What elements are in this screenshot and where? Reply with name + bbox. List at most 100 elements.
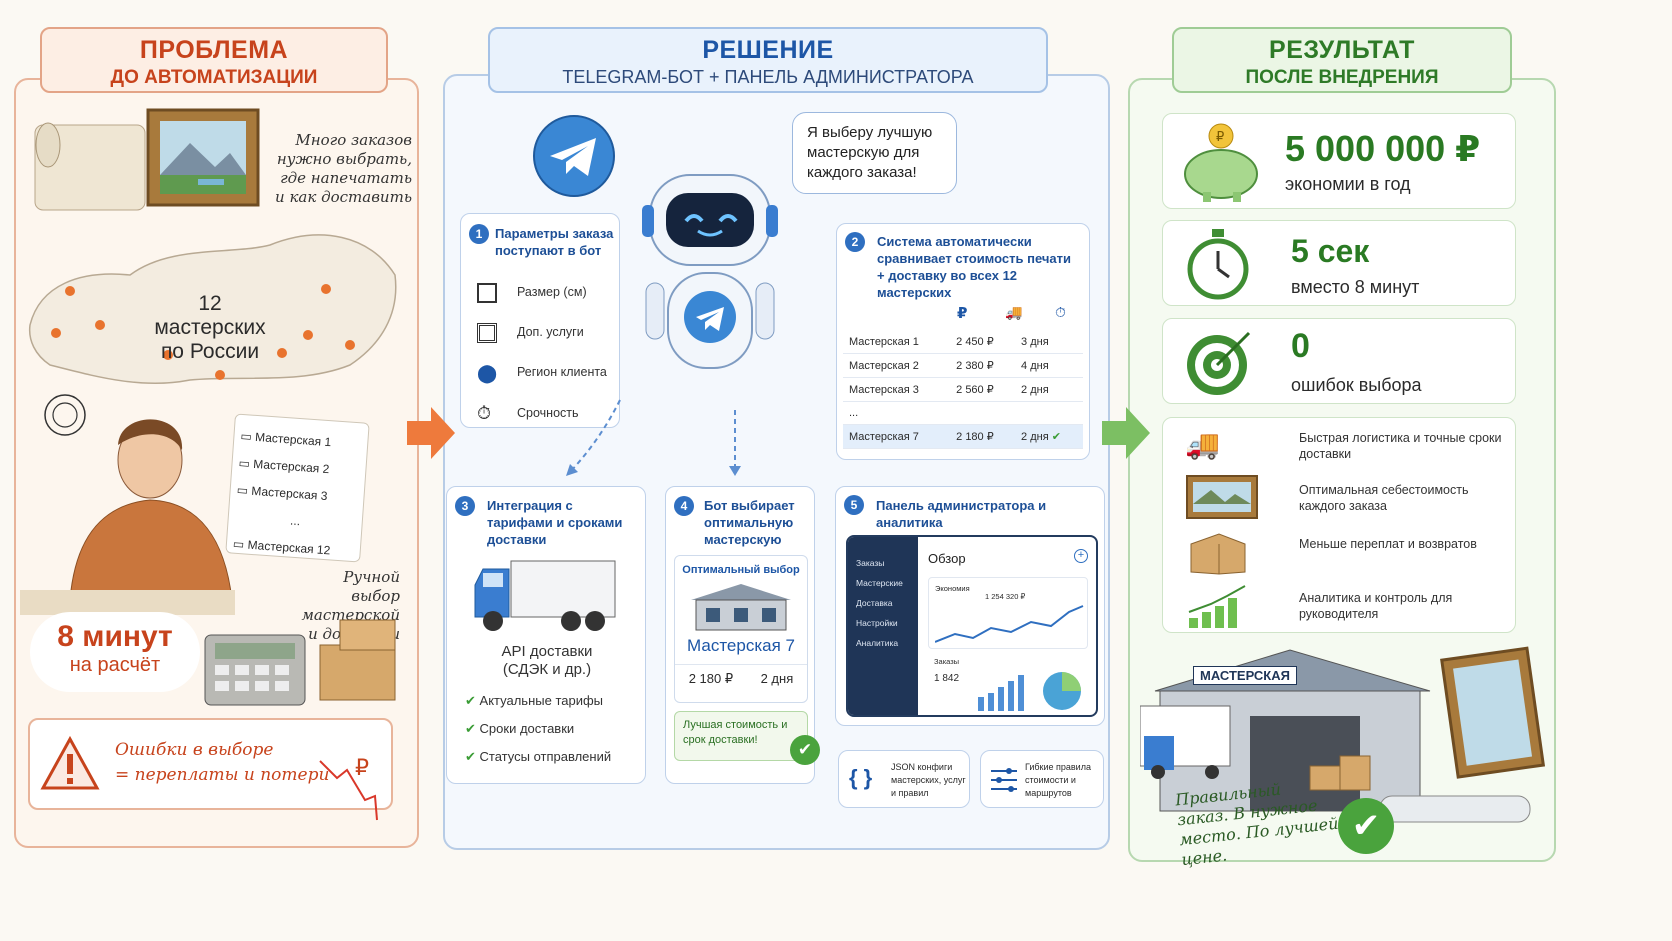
step1-title: Параметры заказа поступают в бот <box>495 226 614 258</box>
errors-label: ошибок выбора <box>1291 375 1422 395</box>
step2-title: Система автоматически сравнивает стоимос… <box>877 234 1071 300</box>
russia-map-icon <box>28 234 397 385</box>
optimal-days: 2 дня <box>760 671 794 686</box>
step4-title: Бот выбирает оптимальную мастерскую <box>704 498 795 547</box>
down-trend-icon <box>319 760 378 821</box>
sidebar-item-workshops[interactable]: Мастерские <box>856 578 903 588</box>
solution-subtitle: TELEGRAM-БОТ + ПАНЕЛЬ АДМИНИСТРАТОРА <box>562 67 974 87</box>
workshop-scene-illustration <box>1140 646 1546 823</box>
json-config-text: JSON конфиги мастерских, услуг и правил <box>891 762 966 798</box>
braces-icon: { } <box>849 765 873 790</box>
api-subtitle: (СДЭК и др.) <box>502 661 592 678</box>
check-icon: ✔ <box>1338 798 1394 854</box>
orders-widget: Заказы 1 842 <box>928 657 1088 711</box>
check-icon: ✔ <box>465 749 476 764</box>
stopwatch-icon <box>1187 229 1249 300</box>
sliders-icon <box>991 768 1017 792</box>
flow-arrows <box>566 399 741 476</box>
truck-icon <box>474 560 616 631</box>
table-row: ... <box>843 401 1083 425</box>
errors-text: Ошибки в выборе = переплаты и потери <box>115 738 329 788</box>
step5-title: Панель администратора и аналитика <box>876 498 1047 530</box>
errors-line1: Ошибки в выборе <box>115 740 274 760</box>
list-item: Доп. услуги <box>477 312 607 352</box>
size-icon <box>477 282 497 303</box>
best-note: Лучшая стоимость и срок доставки! <box>674 711 808 761</box>
dashboard-sidebar: Заказы Мастерские Доставка Настройки Ана… <box>848 537 918 715</box>
list-item: ⬤Регион клиента <box>477 352 607 393</box>
piggy-bank-icon: ₽ <box>1184 123 1258 202</box>
step1-number: 1 <box>469 224 489 244</box>
dashboard-title: Обзор <box>928 551 966 566</box>
benefit-logistics: Быстрая логистика и точные сроки доставк… <box>1299 431 1502 461</box>
target-icon <box>1187 331 1251 395</box>
economy-widget: Экономия 1 254 320 ₽ <box>928 577 1088 649</box>
sidebar-item-delivery[interactable]: Доставка <box>856 598 893 608</box>
step4-number: 4 <box>674 496 694 516</box>
sidebar-item-settings[interactable]: Настройки <box>856 618 898 628</box>
final-slogan: Правильный заказ. В нужное место. По луч… <box>1174 779 1340 870</box>
savings-value: 5 000 000 ₽ <box>1285 128 1481 169</box>
bar-pie-chart-icon <box>978 672 1081 711</box>
step3-number: 3 <box>455 496 475 516</box>
step2-number: 2 <box>845 232 865 252</box>
benefits-card: 🚚 Быстрая логистика и точные сроки доста… <box>1162 417 1516 633</box>
orders-label: Заказы <box>934 657 960 666</box>
api-checklist: ✔ Актуальные тарифы ✔ Сроки доставки ✔ С… <box>465 687 611 771</box>
result-subtitle: ПОСЛЕ ВНЕДРЕНИЯ <box>1245 67 1439 88</box>
fast-truck-icon: 🚚 <box>1185 429 1220 460</box>
time-label: на расчёт <box>69 654 161 676</box>
warning-icon <box>40 736 100 790</box>
rules-text: Гибкие правила стоимости и маршрутов <box>1025 762 1091 798</box>
painting-icon <box>1186 475 1258 519</box>
optimal-choice-box: Оптимальный выбор Мастерская 7 2 180 ₽ 2… <box>674 555 808 703</box>
step5-card: 5 Панель администратора и аналитика Зака… <box>835 486 1105 726</box>
calculator-icon <box>204 619 396 706</box>
sidebar-item-orders[interactable]: Заказы <box>856 558 885 568</box>
savings-card: ₽ 5 000 000 ₽ экономии в год <box>1162 113 1516 209</box>
time-badge: 8 минут на расчёт <box>30 612 200 692</box>
step3-title: Интеграция с тарифами и сроками доставки <box>487 498 623 547</box>
truck-column-icon: 🚚 <box>1005 304 1023 320</box>
check-icon: ✔ <box>1051 431 1061 443</box>
benefit-returns: Меньше переплат и возвратов <box>1299 537 1477 551</box>
workshops-count-value: 12 мастерских <box>154 292 266 339</box>
list-item: ⏱Срочность <box>477 393 607 434</box>
result-header: РЕЗУЛЬТАТ ПОСЛЕ ВНЕДРЕНИЯ <box>1172 27 1512 93</box>
savings-label: экономии в год <box>1285 174 1411 194</box>
result-title: РЕЗУЛЬТАТ <box>1269 36 1415 64</box>
sidebar-item-analytics[interactable]: Аналитика <box>856 638 899 648</box>
step5-number: 5 <box>844 495 864 515</box>
box-icon <box>1190 533 1246 575</box>
ruble-loss-icon: ₽ <box>355 755 369 780</box>
stopwatch-icon: ⏱ <box>477 403 492 424</box>
errors-result-card: 0 ошибок выбора <box>1162 318 1516 404</box>
bot-speech-bubble: Я выберу лучшую мастерскую для каждого з… <box>792 112 957 194</box>
check-icon: ✔ <box>465 693 476 708</box>
orders-value: 1 842 <box>934 673 960 684</box>
speed-label: вместо 8 минут <box>1291 277 1420 297</box>
workshops-region: по России <box>160 340 260 363</box>
list-item: ✔ Сроки доставки <box>465 721 575 736</box>
benefit-cost: Оптимальная себестоимость каждого заказа <box>1299 483 1469 513</box>
optimal-details: 2 180 ₽ 2 дня <box>675 664 807 687</box>
optimal-price: 2 180 ₽ <box>688 671 734 686</box>
api-title: API доставки <box>501 643 593 660</box>
workshops-count: 12 мастерских по России <box>140 292 280 364</box>
step1-items: Размер (см) Доп. услуги ⬤Регион клиента … <box>477 272 607 433</box>
solution-header: РЕШЕНИЕ TELEGRAM-БОТ + ПАНЕЛЬ АДМИНИСТРА… <box>488 27 1048 93</box>
growth-chart-icon <box>1188 585 1246 628</box>
add-icon[interactable]: + <box>1074 549 1088 563</box>
robot-icon <box>642 174 778 369</box>
speed-card: 5 сек вместо 8 минут <box>1162 220 1516 306</box>
benefit-analytics: Аналитика и контроль для руководителя <box>1299 591 1453 621</box>
errors-value: 0 <box>1291 327 1310 365</box>
economy-value: 1 254 320 ₽ <box>985 592 1026 601</box>
line-chart-icon <box>935 605 1084 643</box>
problem-header: ПРОБЛЕМА ДО АВТОМАТИЗАЦИИ <box>40 27 388 93</box>
economy-label: Экономия <box>935 584 970 593</box>
arrow-right-icon <box>407 407 455 459</box>
clock-column-icon: ⏱ <box>1055 304 1066 320</box>
